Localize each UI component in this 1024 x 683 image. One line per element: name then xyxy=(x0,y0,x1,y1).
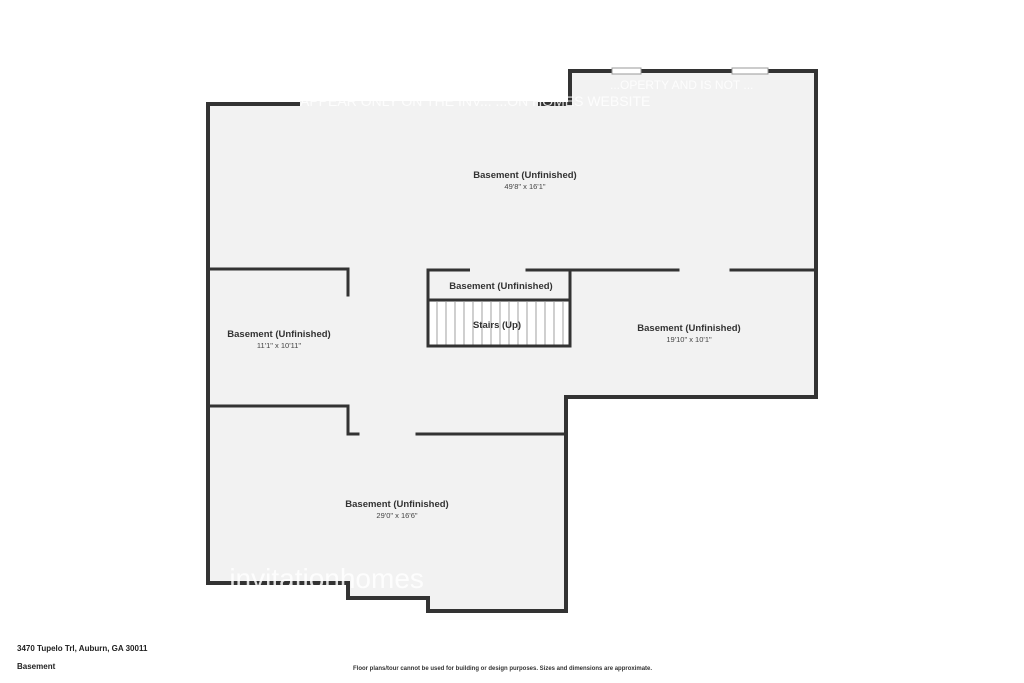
exterior-walls xyxy=(206,69,818,613)
room-dims-basement-bottom: 29'0" x 16'6" xyxy=(376,511,417,520)
interior-walls xyxy=(206,267,816,436)
stair-outline xyxy=(426,300,572,348)
room-label-stairs: Stairs (Up) xyxy=(473,320,521,331)
property-address: 3470 Tupelo Trl, Auburn, GA 30011 xyxy=(17,644,148,653)
stair-block xyxy=(426,268,572,348)
disclaimer-text: Floor plans/tour cannot be used for buil… xyxy=(353,666,653,672)
room-dims-basement-right: 19'10" x 10'1" xyxy=(666,335,712,344)
stair-treads xyxy=(428,302,570,345)
room-dims-basement-left: 11'1" x 10'11" xyxy=(257,341,302,350)
room-label-basement-top: Basement (Unfinished) xyxy=(473,170,576,181)
watermark-top-2: APPEAR ONLY ON THE INV... ...ON HOMES WE… xyxy=(300,93,650,109)
watermark-top-1: ...OPERTY AND IS NOT ... xyxy=(610,78,753,92)
watermark-bottom: ...invitationhomes xyxy=(206,563,424,594)
room-label-basement-right: Basement (Unfinished) xyxy=(637,323,740,334)
window xyxy=(300,101,538,107)
room-label-basement-bottom: Basement (Unfinished) xyxy=(345,499,448,510)
windows xyxy=(300,67,769,107)
room-dims-basement-top: 49'8" x 16'1" xyxy=(504,182,545,191)
floor-level-label: Basement xyxy=(17,662,56,671)
window xyxy=(611,67,642,75)
room-label-basement-stair-landing: Basement (Unfinished) xyxy=(449,281,552,292)
room-label-basement-left: Basement (Unfinished) xyxy=(227,329,330,340)
stair-lines xyxy=(436,302,564,345)
window xyxy=(731,67,769,75)
